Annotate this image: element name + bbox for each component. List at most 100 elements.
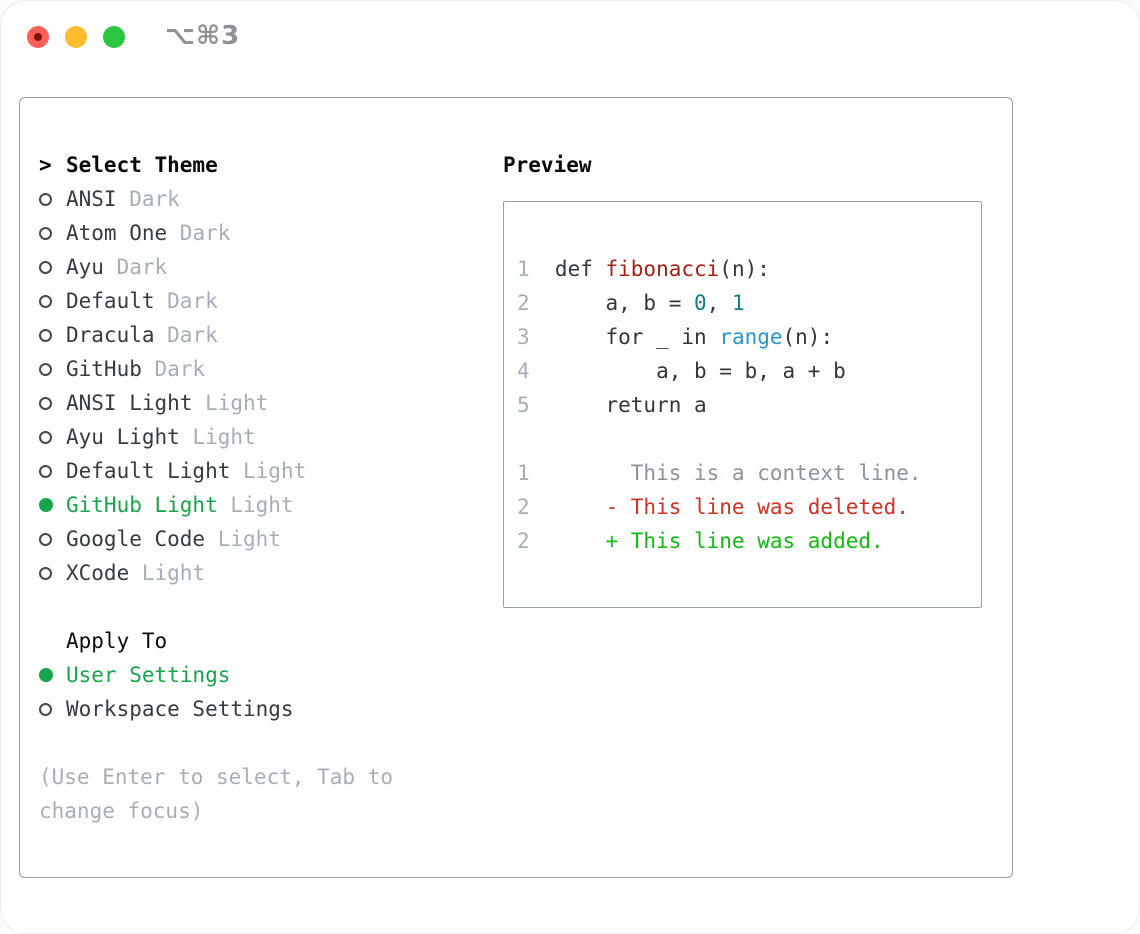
radio-icon xyxy=(39,566,52,580)
code-content: This is a context line. xyxy=(554,461,922,485)
theme-name: GitHub Light xyxy=(66,493,218,517)
theme-name: Default Light xyxy=(66,459,231,483)
help-line: (Use Enter to select, Tab to xyxy=(39,765,394,789)
theme-option[interactable]: ANSI Light Light xyxy=(39,386,484,420)
line-number: 2 xyxy=(517,495,530,519)
line-number xyxy=(517,422,555,456)
theme-variant-badge: Light xyxy=(141,561,206,585)
radio-selected-icon xyxy=(39,668,53,682)
radio-icon xyxy=(39,702,52,716)
minimize-button[interactable] xyxy=(65,26,87,48)
apply-to-option-label: Workspace Settings xyxy=(66,697,294,721)
code-line xyxy=(517,422,981,456)
code-line: 2 + This line was added. xyxy=(517,524,981,558)
close-button[interactable] xyxy=(27,26,49,48)
theme-name: GitHub xyxy=(66,357,142,381)
code-content: a, b = b, a + b xyxy=(554,359,846,383)
theme-name: ANSI xyxy=(66,187,117,211)
theme-option[interactable]: XCode Light xyxy=(39,556,484,590)
radio-icon xyxy=(39,294,52,308)
code-content: + This line was added. xyxy=(554,529,884,553)
theme-variant-badge: Light xyxy=(217,527,281,551)
code-line: 2 a, b = 0, 1 xyxy=(517,286,981,320)
select-theme-label: Select Theme xyxy=(66,153,218,177)
theme-variant-badge: Light xyxy=(243,459,307,483)
preview-title: Preview xyxy=(503,153,592,177)
apply-to-option-label: User Settings xyxy=(66,663,231,687)
theme-variant-badge: Dark xyxy=(116,255,168,279)
radio-icon xyxy=(39,192,52,206)
close-dot-icon xyxy=(34,33,42,41)
code-content: a, b = 0, 1 xyxy=(554,291,745,315)
radio-icon xyxy=(39,464,52,478)
code-line: 4 a, b = b, a + b xyxy=(517,354,981,388)
theme-name: Dracula xyxy=(66,323,155,347)
theme-option[interactable]: GitHub Dark xyxy=(39,352,484,386)
theme-variant-badge: Dark xyxy=(129,187,180,211)
line-number: 2 xyxy=(517,529,530,553)
apply-to-header: Apply To xyxy=(39,624,484,658)
apply-to-label: Apply To xyxy=(66,629,168,653)
theme-variant-badge: Dark xyxy=(167,289,218,313)
code-content: for _ in range(n): xyxy=(554,325,834,349)
theme-option[interactable]: Google Code Light xyxy=(39,522,484,556)
theme-option[interactable]: Dracula Dark xyxy=(39,318,484,352)
theme-name: XCode xyxy=(66,561,130,585)
theme-option[interactable]: Ayu Dark xyxy=(39,250,484,284)
select-theme-header: > Select Theme xyxy=(39,148,484,182)
theme-name: Atom One xyxy=(66,221,168,245)
radio-icon xyxy=(39,532,52,546)
code-line: 2 - This line was deleted. xyxy=(517,490,981,524)
code-content: def fibonacci(n): xyxy=(554,257,770,281)
line-number: 3 xyxy=(517,325,530,349)
code-content: - This line was deleted. xyxy=(554,495,909,519)
theme-name: ANSI Light xyxy=(66,391,193,415)
radio-icon xyxy=(39,362,52,376)
radio-icon xyxy=(39,226,52,240)
theme-variant-badge: Dark xyxy=(179,221,231,245)
window-title: ⌥⌘3 xyxy=(165,21,241,51)
theme-option[interactable]: Atom One Dark xyxy=(39,216,484,250)
apply-to-option[interactable]: User Settings xyxy=(39,658,484,692)
line-number: 4 xyxy=(517,359,530,383)
focus-caret-icon: > xyxy=(39,153,52,177)
radio-icon xyxy=(39,328,52,342)
spacer xyxy=(39,726,484,760)
theme-name: Google Code xyxy=(66,527,206,551)
theme-variant-badge: Dark xyxy=(167,323,218,347)
code-content: return a xyxy=(554,393,707,417)
theme-option[interactable]: ANSI Dark xyxy=(39,182,484,216)
zoom-button[interactable] xyxy=(103,26,125,48)
code-line: 1 This is a context line. xyxy=(517,456,981,490)
radio-icon xyxy=(39,260,52,274)
line-number: 1 xyxy=(517,257,530,281)
theme-variant-badge: Dark xyxy=(154,357,206,381)
line-number: 2 xyxy=(517,291,530,315)
radio-icon xyxy=(39,430,52,444)
theme-variant-badge: Light xyxy=(205,391,269,415)
radio-icon xyxy=(39,396,52,410)
spacer xyxy=(39,590,484,624)
theme-option[interactable]: GitHub Light Light xyxy=(39,488,484,522)
theme-name: Ayu xyxy=(66,255,104,279)
theme-option[interactable]: Default Dark xyxy=(39,284,484,318)
theme-variant-badge: Light xyxy=(230,493,294,517)
code-line: 3 for _ in range(n): xyxy=(517,320,981,354)
theme-option[interactable]: Ayu Light Light xyxy=(39,420,484,454)
theme-name: Ayu Light xyxy=(66,425,180,449)
theme-variant-badge: Light xyxy=(192,425,256,449)
theme-option[interactable]: Default Light Light xyxy=(39,454,484,488)
line-number: 1 xyxy=(517,461,530,485)
radio-selected-icon xyxy=(39,498,53,512)
theme-name: Default xyxy=(66,289,155,313)
apply-to-option[interactable]: Workspace Settings xyxy=(39,692,484,726)
